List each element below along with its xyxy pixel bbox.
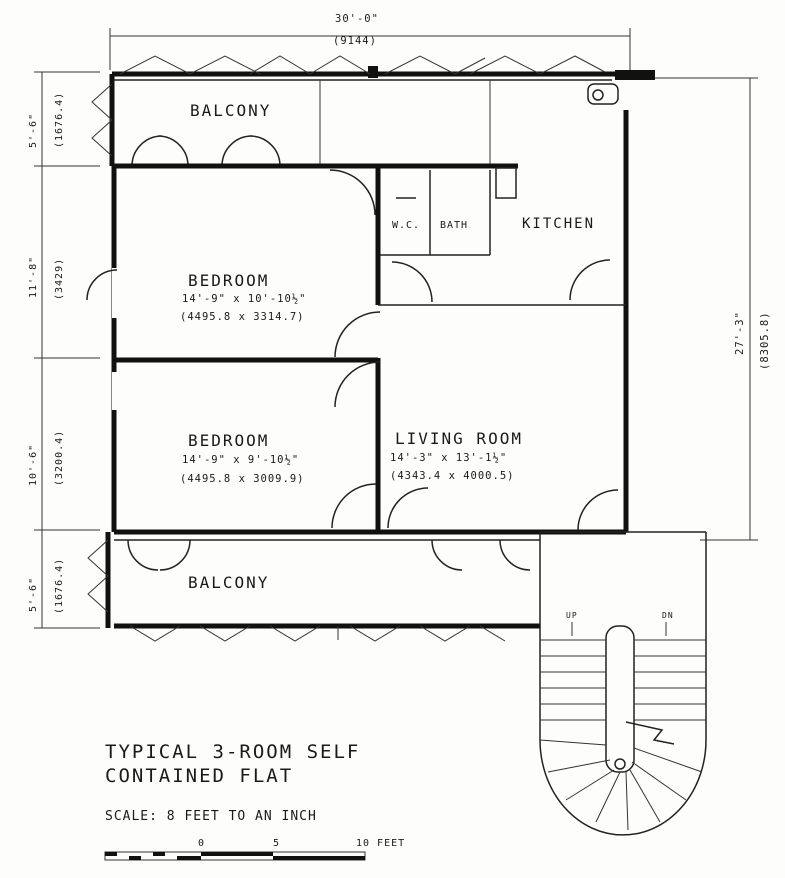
- balcony-bottom: BALCONY: [87, 532, 540, 642]
- dim-bedroom1-metric: (3429): [54, 258, 65, 300]
- scale-text: SCALE: 8 FEET TO AN INCH: [105, 809, 317, 824]
- stair-up-label: UP: [566, 611, 578, 620]
- living-room-size: 14'-3" x 13'-1½": [390, 452, 507, 464]
- wc-label: W.C.: [392, 220, 420, 231]
- dim-balcony-top-imperial: 5'-6": [28, 113, 39, 148]
- door-swings: [329, 169, 619, 531]
- scale-tick-0: 0: [198, 838, 205, 849]
- living-room-name: LIVING ROOM: [395, 429, 523, 448]
- dim-balcony-bottom-metric: (1676.4): [54, 558, 65, 614]
- overall-depth-dimension: 27'-3" (8305.8): [640, 77, 771, 541]
- title-line-1: TYPICAL 3-ROOM SELF: [105, 741, 360, 763]
- overall-width-label: 30'-0": [335, 13, 379, 25]
- living-room-metric: (4343.4 x 4000.5): [390, 470, 514, 482]
- dim-bedroom2-metric: (3200.4): [54, 430, 65, 486]
- left-dimension-chain: 5'-6" (1676.4) 11'-8" (3429) 10'-6" (320…: [28, 71, 100, 629]
- dim-balcony-bottom-imperial: 5'-6": [28, 577, 39, 612]
- scale-tick-10: 10 FEET: [356, 838, 405, 849]
- bath-label: BATH: [440, 220, 468, 231]
- dim-bedroom2-imperial: 10'-6": [28, 444, 39, 486]
- overall-depth-metric: (8305.8): [759, 311, 771, 370]
- scale-tick-5: 5: [273, 838, 280, 849]
- bedroom2-metric: (4495.8 x 3009.9): [180, 473, 304, 485]
- exterior-walls: [86, 110, 629, 535]
- stair-treads: [539, 639, 706, 831]
- stair-down-label: DN: [662, 611, 674, 620]
- bedroom2-name: BEDROOM: [188, 431, 269, 450]
- interior-walls: [114, 166, 626, 530]
- scale-bar: [104, 851, 366, 861]
- title-line-2: CONTAINED FLAT: [105, 765, 293, 787]
- bedroom-2: BEDROOM 14'-9" x 9'-10½" (4495.8 x 3009.…: [180, 431, 304, 485]
- bedroom1-name: BEDROOM: [188, 271, 269, 290]
- bedroom2-size: 14'-9" x 9'-10½": [182, 454, 299, 466]
- balcony-top-label: BALCONY: [190, 101, 271, 120]
- living-room: LIVING ROOM 14'-3" x 13'-1½" (4343.4 x 4…: [390, 429, 523, 482]
- bedroom-1: BEDROOM 14'-9" x 10'-10½" (4495.8 x 3314…: [180, 271, 306, 323]
- balcony-top: BALCONY: [91, 55, 655, 167]
- title-block: TYPICAL 3-ROOM SELF CONTAINED FLAT SCALE…: [104, 741, 405, 861]
- dim-balcony-top-metric: (1676.4): [54, 92, 65, 148]
- dim-bedroom1-imperial: 11'-8": [28, 256, 39, 298]
- overall-depth-label: 27'-3": [734, 311, 746, 355]
- kitchen-label: KITCHEN: [522, 216, 595, 232]
- balcony-bottom-label: BALCONY: [188, 573, 269, 592]
- staircase: UP DN: [539, 531, 707, 836]
- overall-width-metric: (9144): [333, 35, 377, 47]
- bedroom1-metric: (4495.8 x 3314.7): [180, 311, 304, 323]
- overall-width-dimension: 30'-0" (9144): [109, 13, 631, 70]
- bedroom1-size: 14'-9" x 10'-10½": [182, 293, 306, 305]
